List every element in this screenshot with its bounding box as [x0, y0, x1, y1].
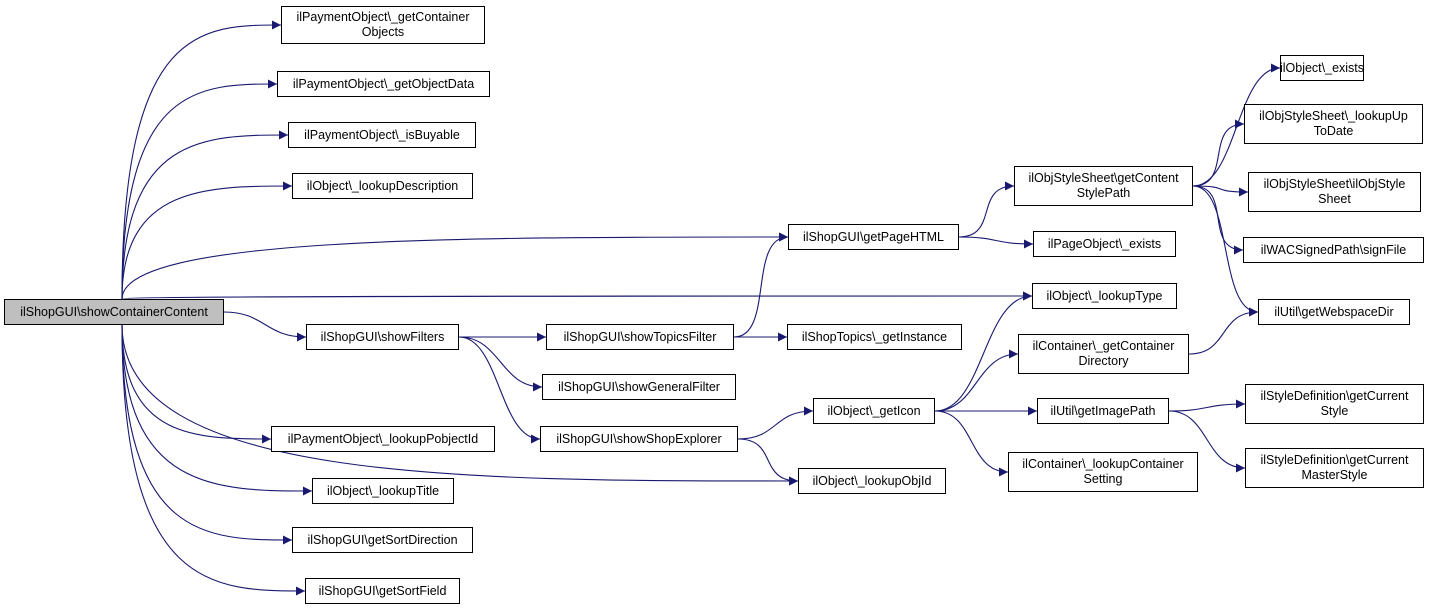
edge-n20-to-n27 [1188, 307, 1259, 355]
node-paymentobject-getcontainerobjects[interactable]: ilPaymentObject\_getContainer Objects [281, 6, 485, 44]
node-objstylesheet-lookupuptodate[interactable]: ilObjStyleSheet\_lookupUp ToDate [1244, 104, 1423, 144]
edge-n7-to-n14 [458, 336, 543, 392]
edge-root-to-n2 [121, 79, 278, 300]
edge-n17-to-n6 [934, 291, 1033, 412]
node-paymentobject-isbuyable[interactable]: ilPaymentObject\_isBuyable [288, 122, 476, 148]
edge-root-to-n9 [121, 324, 272, 444]
node-pageobject-exists[interactable]: ilPageObject\_exists [1033, 231, 1176, 257]
edge-n5-to-n18 [958, 181, 1015, 238]
edge-n21-to-n28 [1168, 399, 1246, 412]
node-object-lookupdescription[interactable]: ilObject\_lookupDescription [292, 173, 473, 199]
edge-n18-to-n25 [1192, 185, 1249, 197]
node-object-lookuptitle[interactable]: ilObject\_lookupTitle [312, 478, 454, 504]
edge-root-to-n10 [121, 324, 313, 496]
edge-n7-to-n15 [458, 336, 541, 444]
node-shopgui-showgeneralfilter[interactable]: ilShopGUI\showGeneralFilter [542, 374, 736, 400]
edge-root-to-n5 [121, 232, 789, 300]
node-shopgui-showshopexplorer[interactable]: ilShopGUI\showShopExplorer [540, 426, 738, 452]
edge-n15-to-n8 [737, 438, 799, 486]
edge-root-to-n7 [223, 311, 307, 342]
node-object-lookupobjid[interactable]: ilObject\_lookupObjId [798, 468, 946, 494]
node-shopgui-showtopicsfilter[interactable]: ilShopGUI\showTopicsFilter [546, 324, 734, 350]
edge-n13-to-n5 [733, 232, 789, 338]
node-container-lookupcontainersetting[interactable]: ilContainer\_lookupContainer Setting [1008, 452, 1198, 492]
node-paymentobject-lookuppobjectid[interactable]: ilPaymentObject\_lookupPobjectId [271, 426, 495, 452]
node-showcontainercontent[interactable]: ilShopGUI\showContainerContent [4, 299, 224, 325]
node-objstylesheet-constructor[interactable]: ilObjStyleSheet\ilObjStyle Sheet [1248, 172, 1421, 212]
edge-root-to-n11 [121, 324, 293, 545]
node-shopgui-getsortdirection[interactable]: ilShopGUI\getSortDirection [292, 527, 473, 553]
node-object-lookuptype[interactable]: ilObject\_lookupType [1032, 283, 1177, 309]
node-object-exists[interactable]: ilObject\_exists [1280, 55, 1364, 81]
edge-root-to-n6 [121, 291, 1033, 301]
edge-n17-to-n20 [934, 349, 1019, 412]
edge-n21-to-n29 [1168, 410, 1246, 473]
edge-n18-to-n24 [1192, 119, 1245, 187]
node-util-getwebspacedir[interactable]: ilUtil\getWebspaceDir [1258, 299, 1410, 325]
edge-root-to-n8 [121, 324, 799, 486]
node-util-getimagepath[interactable]: ilUtil\getImagePath [1037, 398, 1169, 424]
node-paymentobject-getobjectdata[interactable]: ilPaymentObject\_getObjectData [277, 71, 490, 97]
node-shopgui-showfilters[interactable]: ilShopGUI\showFilters [306, 324, 459, 350]
node-shopgui-getpagehtml[interactable]: ilShopGUI\getPageHTML [788, 224, 959, 250]
edge-n17-to-n22 [934, 410, 1009, 477]
node-container-getcontainerdirectory[interactable]: ilContainer\_getContainer Directory [1018, 334, 1189, 374]
edge-n18-to-n27 [1192, 185, 1259, 317]
edge-root-to-n3 [121, 130, 289, 300]
node-wacsignedpath-signfile[interactable]: ilWACSignedPath\signFile [1243, 237, 1424, 263]
edge-root-to-n4 [121, 181, 293, 300]
edge-root-to-n12 [121, 324, 306, 596]
edge-n5-to-n19 [958, 236, 1034, 249]
node-styledefinition-getcurrentstyle[interactable]: ilStyleDefinition\getCurrent Style [1245, 384, 1424, 424]
node-styledefinition-getcurrentmasterstyle[interactable]: ilStyleDefinition\getCurrent MasterStyle [1245, 448, 1424, 488]
node-object-geticon[interactable]: ilObject\_getIcon [813, 398, 935, 424]
node-shoptopics-getinstance[interactable]: ilShopTopics\_getInstance [787, 324, 962, 350]
node-objstylesheet-getcontentstylepath[interactable]: ilObjStyleSheet\getContent StylePath [1014, 166, 1193, 206]
node-shopgui-getsortfield[interactable]: ilShopGUI\getSortField [305, 578, 460, 604]
edge-root-to-n1 [121, 20, 282, 300]
edge-n15-to-n17 [737, 406, 814, 440]
